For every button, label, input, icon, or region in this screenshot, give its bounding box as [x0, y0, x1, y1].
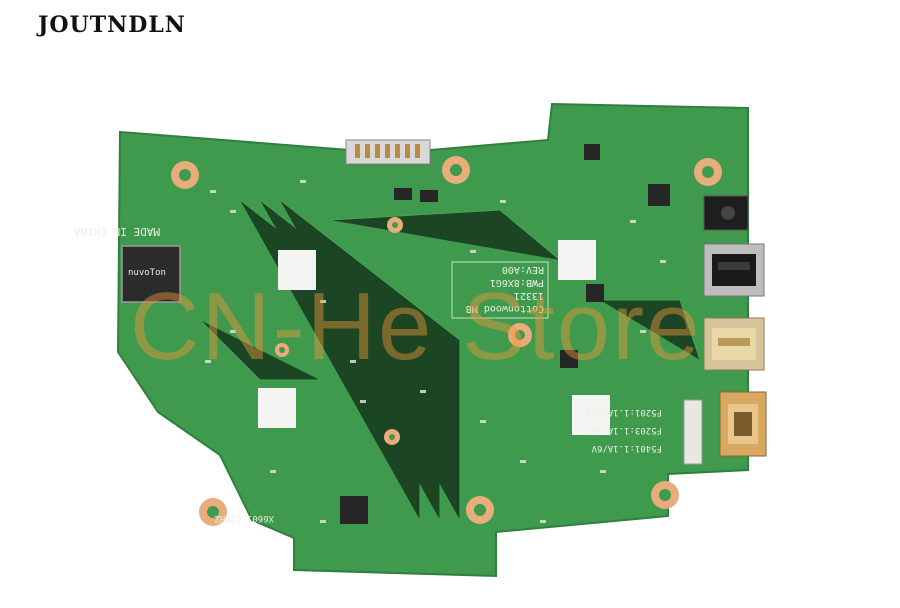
model-line4: REV:A00: [502, 264, 544, 275]
model-line2: 13321: [514, 290, 544, 301]
smd-components: [205, 180, 666, 523]
usb-port-2: [703, 317, 765, 371]
small-chips: [340, 144, 670, 524]
chip-label: nuvoTon: [128, 268, 166, 278]
model-line1: Cottonwood MB: [466, 303, 544, 314]
white-stickers: [258, 240, 610, 435]
fuse-labels: F5401:1.1A/6V F5203:1.1A/24V F5201:1.1A/…: [586, 407, 662, 453]
fuse-label-3: F5201:1.1A/24V: [586, 407, 662, 417]
mounting-pads: [171, 156, 722, 526]
bottom-code-label: X6601 1ZMHZ: [214, 513, 274, 523]
connector-pins: [355, 144, 420, 158]
store-watermark: CN-He Store: [130, 273, 702, 380]
brand-title: JOUTNDLN: [38, 12, 186, 38]
model-label-block: Cottonwood MB 13321 PWB:8X6G1 REV:A00: [451, 261, 549, 319]
audio-jack: [703, 195, 749, 231]
small-connector: [683, 399, 703, 465]
fuse-label-1: F5401:1.1A/6V: [591, 443, 662, 453]
fuse-label-2: F5203:1.1A/24V: [586, 425, 662, 435]
usb-port-1: [703, 243, 765, 297]
hdmi-port: [719, 391, 767, 457]
model-line3: PWB:8X6G1: [490, 277, 544, 288]
nuvoton-chip: [121, 245, 181, 303]
made-in-label: MADE IN CHINA: [74, 225, 160, 238]
